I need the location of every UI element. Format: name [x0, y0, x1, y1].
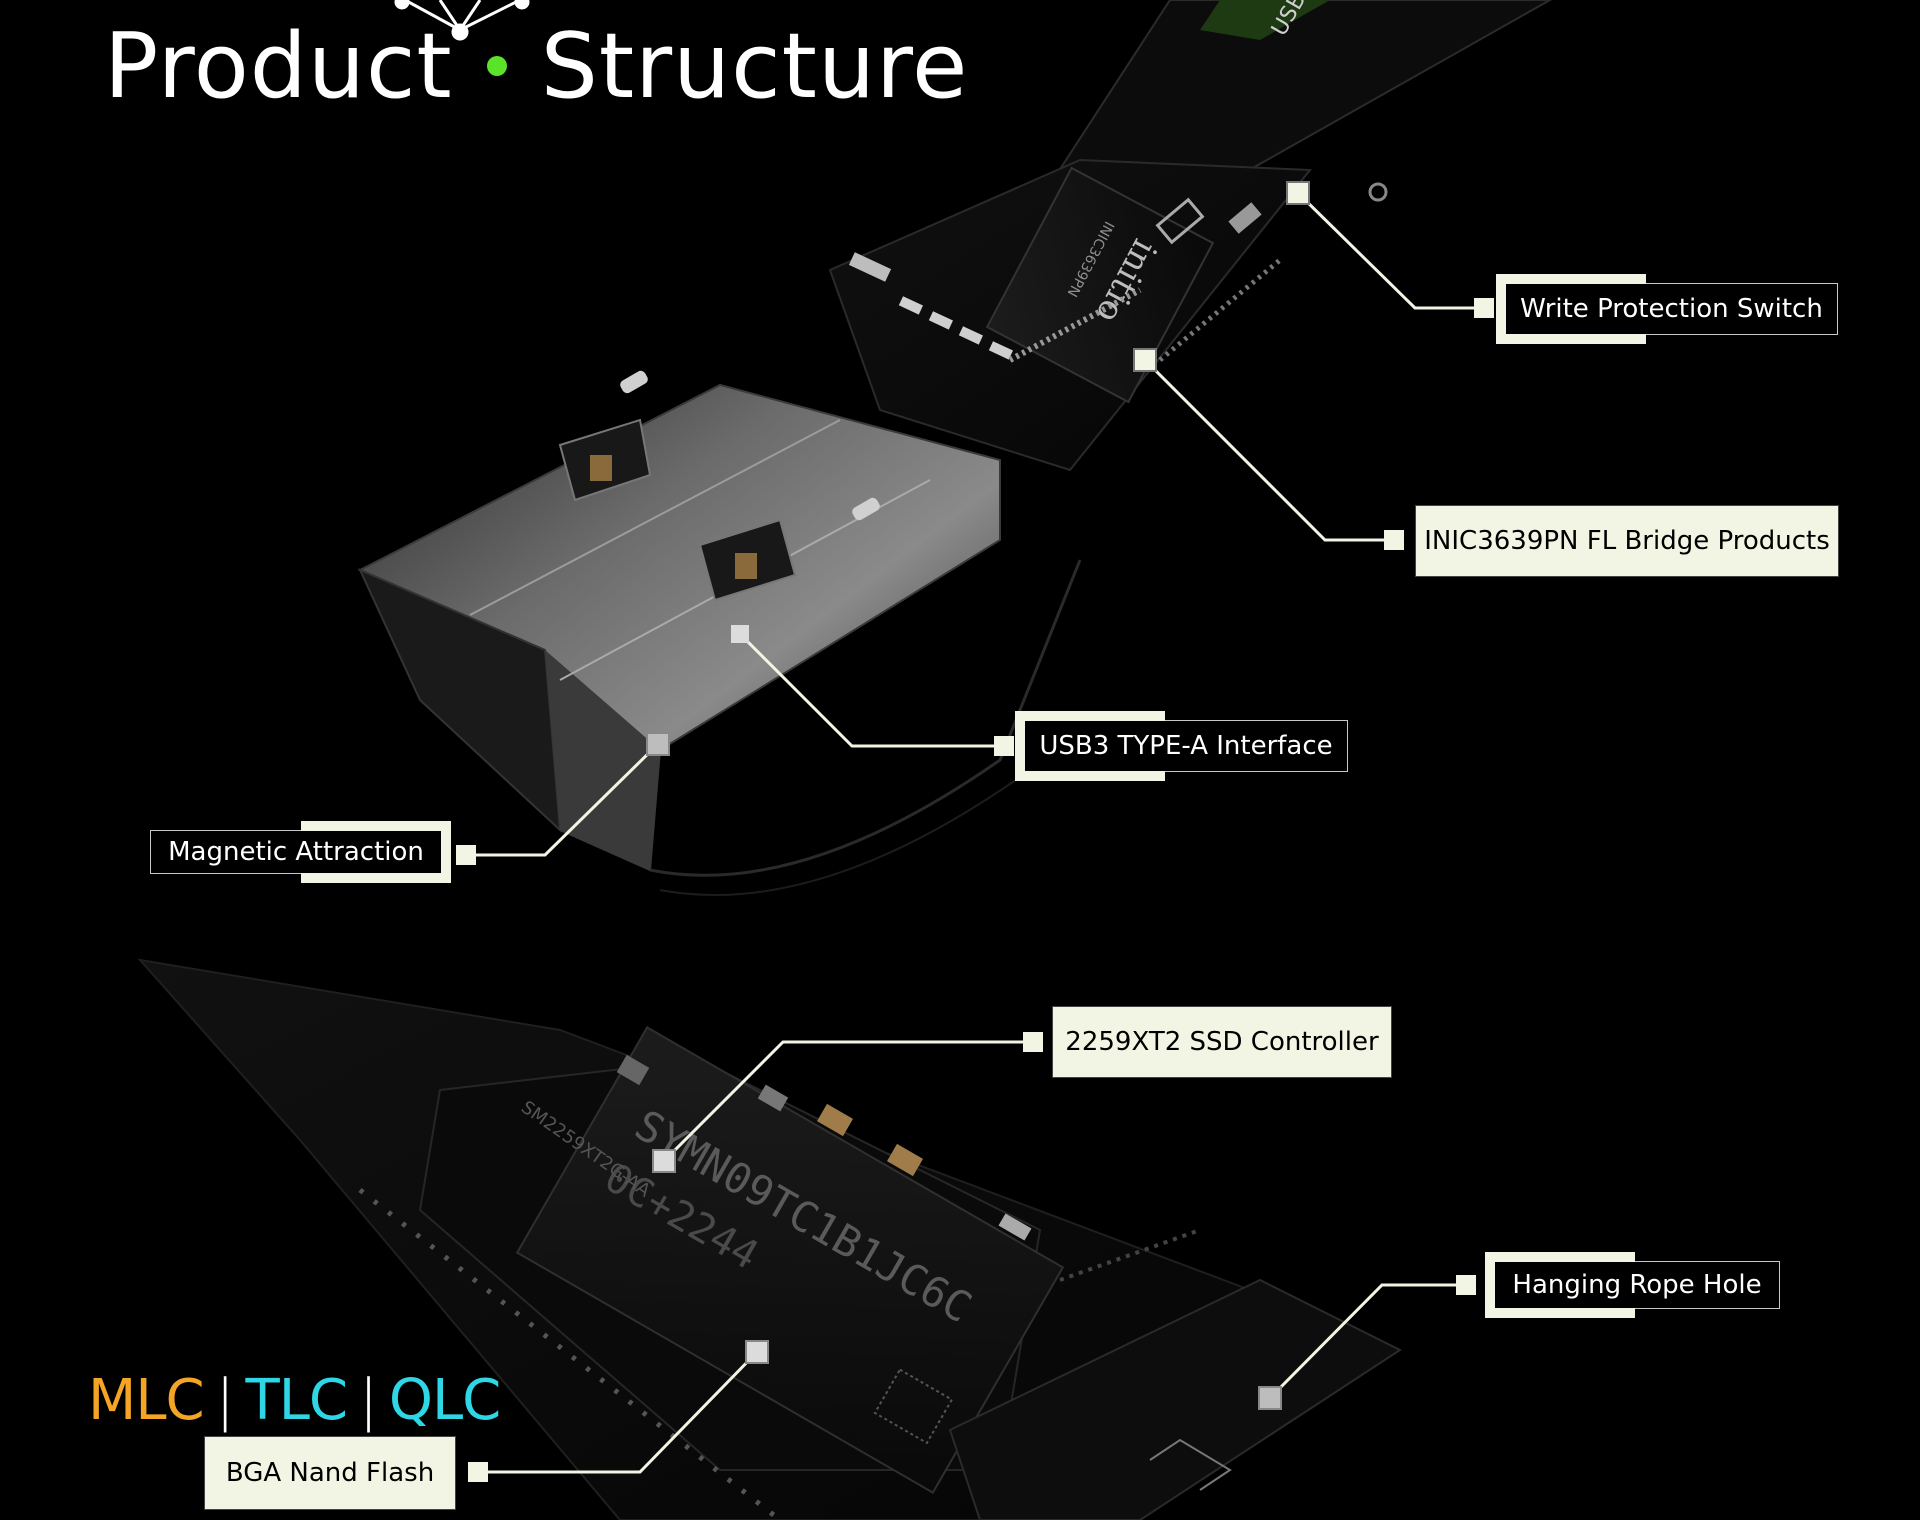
callout-bridge: INIC3639PN FL Bridge Products	[1415, 505, 1839, 577]
leader-lines	[466, 191, 1484, 1474]
callout-bracket	[301, 821, 451, 883]
flash-type-separator: |	[215, 1368, 235, 1433]
flash-type-mlc: MLC	[88, 1368, 205, 1433]
callout-write-protection: Write Protection Switch	[1496, 274, 1838, 344]
callout-ssd-controller: 2259XT2 SSD Controller	[1052, 1006, 1392, 1078]
flash-type-list: MLC|TLC|QLC	[88, 1368, 501, 1433]
nand-chip	[515, 1026, 1065, 1494]
callout-nand-flash: BGA Nand Flash	[204, 1436, 456, 1510]
flash-type-tlc: TLC	[245, 1368, 349, 1433]
callout-bracket	[1015, 711, 1165, 781]
usb-connector	[357, 370, 1082, 896]
upper-pcb: initio INIC3639PN	[828, 158, 1313, 472]
callout-magnetic-text: Magnetic Attraction	[168, 837, 424, 867]
callout-bracket	[1485, 1252, 1635, 1318]
callout-rope-hole-text: Hanging Rope Hole	[1512, 1270, 1762, 1300]
title-dot	[486, 56, 507, 77]
flash-type-separator: |	[359, 1368, 378, 1433]
network-icon	[394, 0, 530, 41]
callout-bridge-text: INIC3639PN FL Bridge Products	[1424, 526, 1830, 556]
callout-usb-interface: USB3 TYPE-A Interface	[1015, 711, 1348, 781]
callout-write-protection-text: Write Protection Switch	[1520, 294, 1823, 324]
callout-markers	[456, 181, 1494, 1482]
lower-pcb: SYMN09TC1B1JC6C 0C+2244 SM2259XT2G-AA	[137, 958, 1403, 1520]
callout-nand-flash-text: BGA Nand Flash	[225, 1458, 435, 1488]
rope-hole-area	[948, 1278, 1403, 1520]
title-word-structure: Structure	[540, 14, 969, 119]
callout-usb-interface-text: USB3 TYPE-A Interface	[1039, 731, 1333, 761]
callout-rope-hole: Hanging Rope Hole	[1485, 1252, 1780, 1318]
title-word-product: Product	[104, 14, 453, 119]
callout-magnetic: Magnetic Attraction	[150, 821, 451, 883]
callout-ssd-controller-text: 2259XT2 SSD Controller	[1065, 1027, 1379, 1057]
callout-bracket	[1496, 274, 1646, 344]
flash-type-qlc: QLC	[388, 1368, 501, 1433]
